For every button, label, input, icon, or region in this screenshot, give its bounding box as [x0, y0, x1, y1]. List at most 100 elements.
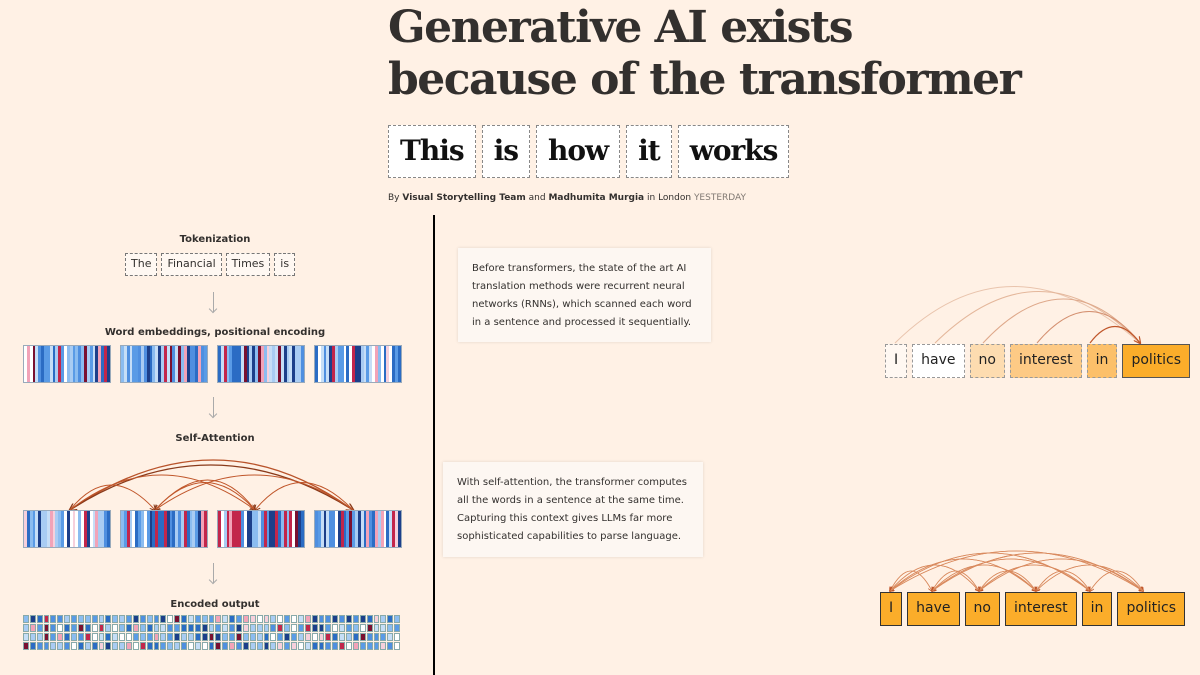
token-row: The Financial Times is: [125, 253, 296, 276]
grid-cell: [174, 624, 181, 632]
attention-arc: [255, 482, 354, 511]
grid-cell: [311, 624, 318, 632]
grid-cell: [339, 633, 346, 641]
grid-cell: [284, 642, 291, 650]
grid-cell: [325, 642, 332, 650]
word-box: interest: [1004, 592, 1077, 626]
grid-cell: [332, 615, 339, 623]
grid-cell: [181, 624, 187, 632]
grid-cell: [77, 615, 84, 623]
grid-cell: [160, 642, 167, 650]
grid-cell: [284, 615, 291, 623]
grid-cell: [91, 615, 98, 623]
grid-cell: [105, 615, 112, 623]
word-box: politics: [1117, 592, 1186, 626]
grid-cell: [346, 615, 352, 623]
attention-bars: [23, 510, 402, 548]
grid-cell: [23, 633, 29, 641]
grid-cell: [50, 624, 57, 632]
attention-arc: [932, 570, 980, 591]
tokenization-label: Tokenization: [179, 234, 251, 245]
grid-cell: [23, 642, 29, 650]
grid-cell: [229, 615, 236, 623]
grid-cell: [201, 615, 208, 623]
attention-arc: [1036, 570, 1091, 591]
subtitle-word: it: [626, 125, 672, 178]
embedding-bar: [217, 345, 305, 383]
grid-cell: [263, 642, 270, 650]
grid-cell: [249, 624, 256, 632]
embedding-bar: [23, 345, 111, 383]
subtitle-word-boxes: This is how it works: [388, 125, 790, 178]
grid-cell: [146, 615, 153, 623]
attention-arc: [69, 464, 353, 510]
rnn-word-row: I have no interest in politics: [885, 344, 1191, 378]
grid-cell: [29, 633, 36, 641]
self-attention-arcs: [0, 459, 430, 675]
byline-and: and: [528, 193, 546, 203]
grid-cell: [229, 642, 236, 650]
grid-cell: [311, 642, 318, 650]
grid-cell: [98, 624, 105, 632]
grid-cell: [311, 633, 318, 641]
grid-cell: [50, 642, 57, 650]
embedding-bar: [314, 510, 402, 548]
word-box: in: [1086, 344, 1118, 378]
grid-cell: [132, 642, 139, 650]
rnn-arc: [1036, 311, 1141, 344]
grid-cell: [242, 615, 249, 623]
embedding-bar: [23, 510, 111, 548]
word-box: have: [912, 344, 965, 378]
grid-cell: [242, 633, 249, 641]
grid-cell: [263, 615, 270, 623]
grid-cell: [346, 624, 352, 632]
grid-cell: [29, 624, 36, 632]
grid-cell: [194, 624, 201, 632]
grid-cell: [304, 624, 311, 632]
down-arrow-icon: [213, 397, 214, 417]
embedding-bars: [23, 345, 402, 383]
grid-cell: [263, 624, 270, 632]
attention-arc: [155, 474, 354, 510]
grid-cell: [277, 633, 284, 641]
grid-cell: [36, 642, 43, 650]
attention-arc: [979, 570, 1037, 591]
grid-cell: [222, 624, 229, 632]
grid-cell: [373, 624, 380, 632]
grid-cell: [174, 615, 181, 623]
grid-cell: [112, 642, 119, 650]
grid-cell: [291, 615, 297, 623]
grid-cell: [181, 615, 187, 623]
rnn-note: Before transformers, the state of the ar…: [458, 248, 711, 342]
token: is: [274, 253, 296, 276]
byline-location: in London: [647, 193, 692, 203]
grid-cell: [77, 624, 84, 632]
grid-cell: [146, 633, 153, 641]
grid-cell: [215, 615, 222, 623]
grid-cell: [359, 615, 366, 623]
grid-cell: [304, 642, 311, 650]
down-arrow-icon: [213, 292, 214, 312]
grid-cell: [236, 624, 242, 632]
author-link[interactable]: Madhumita Murgia: [548, 193, 645, 203]
grid-cell: [270, 615, 277, 623]
grid-cell: [139, 633, 146, 641]
grid-cell: [112, 615, 119, 623]
grid-cell: [98, 633, 105, 641]
grid-cell: [126, 615, 132, 623]
grid-cell: [380, 615, 387, 623]
word-box: I: [880, 592, 903, 626]
attention-arc: [154, 479, 255, 510]
grid-cell: [318, 633, 325, 641]
grid-cell: [153, 642, 160, 650]
subtitle-word: is: [481, 125, 530, 178]
grid-cell: [146, 624, 153, 632]
grid-cell: [297, 624, 304, 632]
attention-arc: [890, 564, 980, 591]
grid-cell: [339, 615, 346, 623]
author-link[interactable]: Visual Storytelling Team: [402, 193, 526, 203]
encoded-output-label: Encoded output: [170, 599, 260, 610]
grid-cell: [332, 624, 339, 632]
grid-cell: [373, 633, 380, 641]
